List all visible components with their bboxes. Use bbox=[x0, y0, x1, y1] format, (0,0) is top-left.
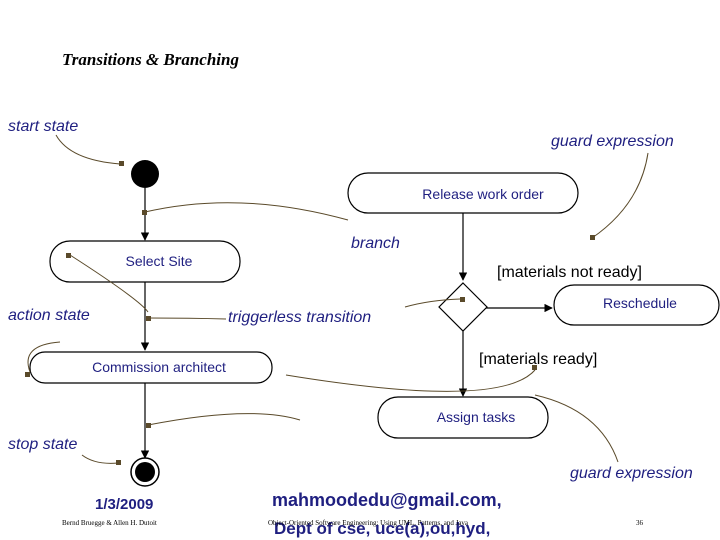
leader-endpoints bbox=[25, 161, 595, 465]
leader-lines bbox=[27, 134, 649, 464]
state-label-reschedule: Reschedule bbox=[603, 295, 677, 311]
footer-book: Object-Oriented Software Engineering: Us… bbox=[268, 519, 469, 527]
state-commission-architect bbox=[29, 351, 273, 384]
state-release-work-order bbox=[347, 172, 579, 214]
leader-action-state bbox=[69, 254, 149, 313]
footer-date: 1/3/2009 bbox=[95, 496, 154, 513]
leader-branch bbox=[144, 202, 349, 221]
leader-branch-diamond bbox=[404, 298, 461, 308]
leader-commission bbox=[27, 341, 61, 373]
branch-diamond bbox=[438, 282, 488, 332]
callout-guard-expression-bottom: guard expression bbox=[570, 465, 693, 482]
footer-dept: Dept of cse, uce(a),ou,hyd, bbox=[274, 519, 491, 538]
callout-action-state: action state bbox=[8, 307, 90, 324]
leader-guard-bottom bbox=[534, 394, 619, 463]
leader-triggerless bbox=[147, 317, 227, 320]
stop-state-inner bbox=[135, 462, 155, 482]
leader-stop-top bbox=[147, 413, 301, 426]
state-assign-tasks bbox=[377, 396, 549, 439]
footer-authors: Bernd Bruegge & Allen H. Dutoit bbox=[62, 519, 157, 527]
callout-guard-expression-top: guard expression bbox=[551, 133, 674, 150]
page-title: Transitions & Branching bbox=[62, 50, 239, 69]
state-label-assign: Assign tasks bbox=[436, 409, 516, 425]
guard-materials-ready: [materials ready] bbox=[479, 351, 598, 368]
leader-materials-ready bbox=[285, 369, 536, 392]
callout-triggerless-transition: triggerless transition bbox=[228, 309, 372, 326]
state-label-select-site: Select Site bbox=[125, 253, 193, 269]
callout-start-state: start state bbox=[8, 118, 79, 135]
state-reschedule bbox=[553, 284, 720, 326]
footer-email: mahmoodedu@gmail.com, bbox=[272, 490, 502, 510]
callout-branch: branch bbox=[351, 235, 400, 252]
state-label-release: Release work order bbox=[422, 186, 544, 202]
callout-stop-state: stop state bbox=[8, 436, 78, 453]
leader-stop-state bbox=[81, 454, 119, 464]
leader-guard-top bbox=[591, 152, 649, 239]
start-state bbox=[131, 160, 159, 188]
footer-page-number: 36 bbox=[636, 519, 643, 527]
leader-start-state bbox=[55, 134, 121, 165]
guard-materials-not-ready: [materials not ready] bbox=[497, 264, 642, 281]
state-label-commission: Commission architect bbox=[92, 359, 226, 375]
state-select-site bbox=[49, 240, 241, 283]
